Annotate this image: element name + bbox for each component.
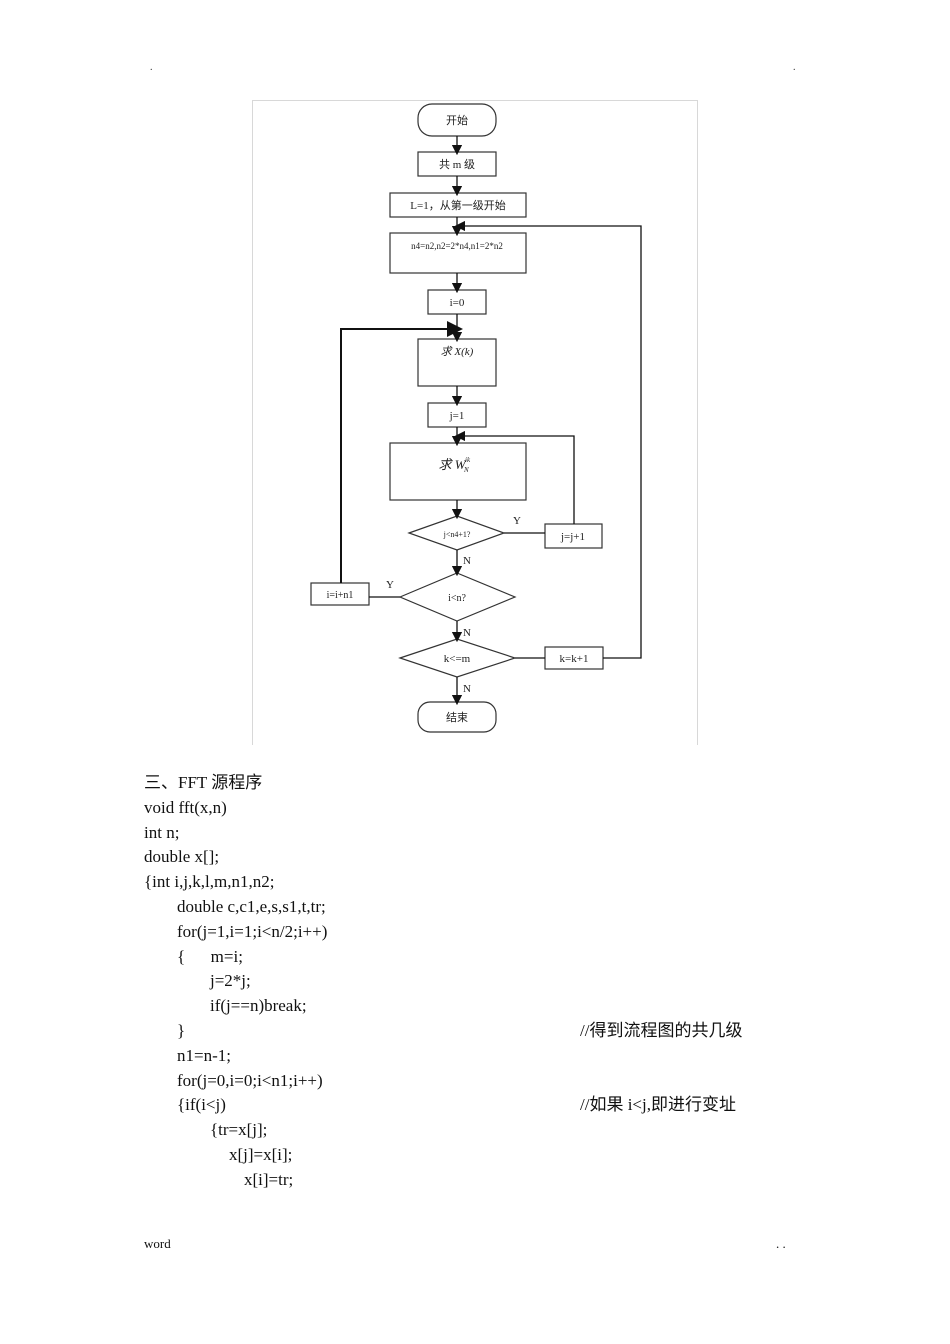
code-line: double x[]; [144,845,262,870]
code-line: { m=i; [144,945,262,970]
code-text: for(j=0,i=0;i<n1;i++) [177,1070,323,1090]
compute-w-label: 求 W [438,457,466,472]
code-line: x[j]=x[i]; [144,1143,292,1168]
code-text: double c,c1,e,s,s1,t,tr; [177,896,326,916]
compute-w-subscript: N [463,466,469,474]
code-line: if(j==n)break; [144,994,307,1019]
section-title: 三、FFT 源程序 [144,773,263,792]
yes-label-i: Y [386,579,394,591]
code-text: {int i,j,k,l,m,n1,n2; [144,872,275,892]
init-j-label: j=1 [449,410,465,422]
flowchart-frame [252,100,698,745]
code-text: {tr=x[j]; [210,1120,268,1140]
code-text: n1=n-1; [177,1045,231,1065]
code-text: if(j==n)break; [210,996,307,1016]
init-level-label: L=1，从第一级开始 [410,198,505,212]
stages-label: 共 m 级 [439,158,475,171]
code-line: x[i]=tr; [144,1168,293,1193]
code-text: j=2*j; [210,971,251,991]
code-line: for(j=1,i=1;i<n/2;i++) [144,920,327,945]
compute-xk-label: 求 X(k) [441,345,474,358]
code-comment: //如果 i<j,即进行变址 [580,1095,736,1115]
code-block: void fft(x,n) int n; double x[]; {int i,j,k… [144,796,742,1193]
code-text: for(j=1,i=1;i<n/2;i++) [177,921,328,941]
inc-i-label: i=i+n1 [327,590,354,601]
no-label-j: N [463,555,471,567]
code-line: n1=n-1; [144,1044,262,1069]
fft-flowchart: 开始 共 m 级 L=1，从第一级开始 n4=n2,n2=2*n4,n1=2*n… [310,103,642,733]
header-mark-right: . [793,62,796,73]
start-label: 开始 [446,113,468,127]
yes-label-j: Y [513,515,521,527]
source-code-section: 三、FFT 源程序 void fft(x,n) int n; double x[];… [144,771,742,1193]
compute-n-box [389,232,527,274]
init-i-label: i=0 [450,297,465,309]
code-line: double c,c1,e,s,s1,t,tr; [144,895,326,920]
code-line: for(j=0,i=0;i<n1;i++) [144,1069,323,1094]
code-text: int n; [144,822,180,842]
code-text: } [177,1020,186,1040]
inc-k-label: k=k+1 [560,653,589,665]
compute-n-label: n4=n2,n2=2*n4,n1=2*n2 [411,241,503,251]
inc-j-label: j=j+1 [560,531,585,543]
code-text: double x[]; [144,847,220,867]
code-line: {if(i<j) //如果 i<j,即进行变址 [144,1093,736,1118]
decision-j-label: j<n4+1? [443,530,471,539]
code-text: x[i]=tr; [244,1169,294,1189]
code-line: void fft(x,n) [144,796,262,821]
footer-label: word [144,1236,171,1251]
code-text: { m=i; [177,946,243,966]
decision-i-diamond [398,572,517,622]
code-text: x[j]=x[i]; [229,1144,293,1164]
code-line: j=2*j; [144,969,262,994]
footer-mark: . . [776,1236,786,1251]
header-mark-left: . [150,62,153,73]
compute-w-box [389,442,527,501]
compute-w-superscript: ik [465,456,471,464]
code-comment: //得到流程图的共几级 [580,1020,743,1040]
decision-i-label: i<n? [448,593,466,604]
no-label-k: N [463,683,471,695]
code-text: {if(i<j) [177,1095,226,1115]
code-line: } //得到流程图的共几级 [144,1019,742,1044]
code-line: {tr=x[j]; [144,1118,267,1143]
decision-k-label: k<=m [444,653,471,665]
code-line: int n; [144,821,262,846]
code-text: void fft(x,n) [144,797,227,817]
end-label: 结束 [446,711,468,724]
code-line: {int i,j,k,l,m,n1,n2; [144,870,274,895]
flow-arrows [340,136,642,706]
no-label-i: N [463,627,471,639]
